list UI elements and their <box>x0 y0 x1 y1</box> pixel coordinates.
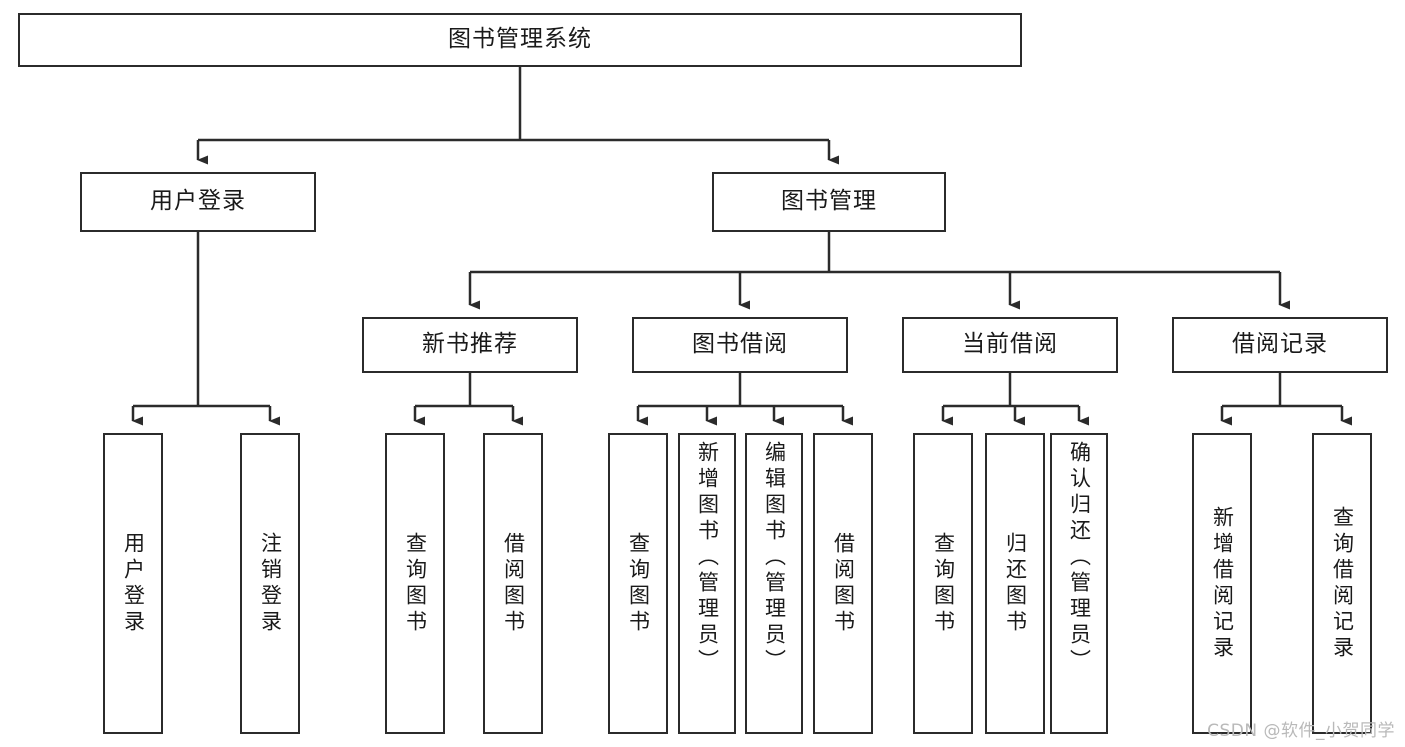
node-leaf-query-book-2[interactable]: 查询图书 <box>608 433 668 734</box>
node-user-login[interactable]: 用户登录 <box>80 172 316 232</box>
node-label: 新增借阅记录 <box>1210 505 1235 662</box>
node-leaf-borrow-book-1[interactable]: 借阅图书 <box>483 433 543 734</box>
node-label: 用户登录 <box>150 188 246 215</box>
node-label: 图书管理系统 <box>448 26 592 53</box>
node-book-borrow[interactable]: 图书借阅 <box>632 317 848 373</box>
node-label: 借阅图书 <box>501 531 526 636</box>
node-leaf-query-book-1[interactable]: 查询图书 <box>385 433 445 734</box>
node-root[interactable]: 图书管理系统 <box>18 13 1022 67</box>
node-label: 确认归还（管理员） <box>1067 441 1092 675</box>
node-leaf-add-book[interactable]: 新增图书（管理员） <box>678 433 736 734</box>
node-label: 注销登录 <box>258 531 283 636</box>
node-leaf-query-book-3[interactable]: 查询图书 <box>913 433 973 734</box>
node-label: 借阅记录 <box>1232 331 1328 358</box>
node-label: 查询图书 <box>403 531 428 636</box>
node-label: 归还图书 <box>1003 531 1028 636</box>
node-label: 编辑图书（管理员） <box>762 441 787 675</box>
edge-lines <box>131 67 1352 426</box>
node-borrow-record[interactable]: 借阅记录 <box>1172 317 1388 373</box>
node-leaf-user-login[interactable]: 用户登录 <box>103 433 163 734</box>
node-label: 借阅图书 <box>831 531 856 636</box>
node-label: 查询图书 <box>626 531 651 636</box>
node-current-borrow[interactable]: 当前借阅 <box>902 317 1118 373</box>
node-label: 当前借阅 <box>962 331 1058 358</box>
node-leaf-return-book[interactable]: 归还图书 <box>985 433 1045 734</box>
node-label: 图书管理 <box>781 188 877 215</box>
node-new-book-recommend[interactable]: 新书推荐 <box>362 317 578 373</box>
node-leaf-edit-book[interactable]: 编辑图书（管理员） <box>745 433 803 734</box>
node-book-management[interactable]: 图书管理 <box>712 172 946 232</box>
node-leaf-logout[interactable]: 注销登录 <box>240 433 300 734</box>
node-leaf-add-record[interactable]: 新增借阅记录 <box>1192 433 1252 734</box>
node-label: 用户登录 <box>121 531 146 636</box>
node-label: 查询借阅记录 <box>1330 505 1355 662</box>
node-label: 新书推荐 <box>422 331 518 358</box>
node-leaf-query-record[interactable]: 查询借阅记录 <box>1312 433 1372 734</box>
node-label: 查询图书 <box>931 531 956 636</box>
node-label: 新增图书（管理员） <box>695 441 720 675</box>
node-leaf-confirm-return[interactable]: 确认归还（管理员） <box>1050 433 1108 734</box>
node-leaf-borrow-book-2[interactable]: 借阅图书 <box>813 433 873 734</box>
node-label: 图书借阅 <box>692 331 788 358</box>
